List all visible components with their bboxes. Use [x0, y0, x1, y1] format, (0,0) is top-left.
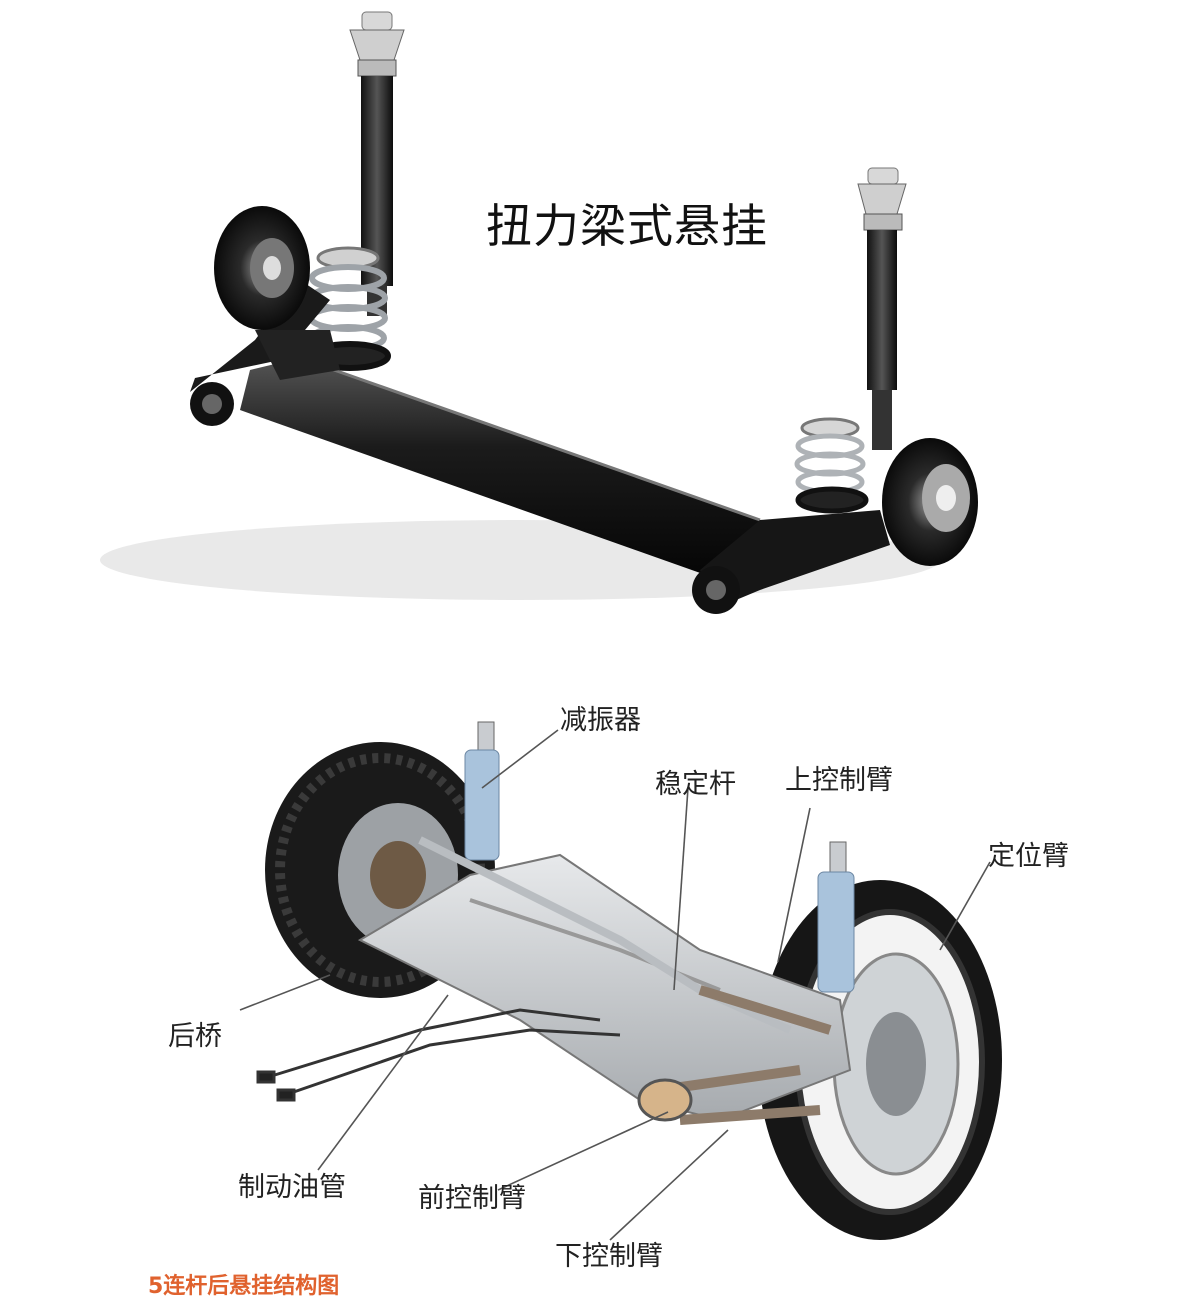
torsion-beam-diagram: 扭力梁式悬挂 — [0, 0, 1200, 650]
brake-lines — [256, 1008, 621, 1102]
callout-brake-line: 制动油管 — [238, 1172, 346, 1203]
torsion-beam-illustration — [100, 11, 978, 614]
right-shock-absorber-5link — [817, 841, 855, 993]
callout-lower-control-arm: 下控制臂 — [555, 1241, 663, 1272]
callout-trailing-arm: 定位臂 — [988, 841, 1069, 872]
lower-control-arm-shape — [679, 1105, 821, 1125]
callout-front-control-arm: 前控制臂 — [418, 1183, 526, 1214]
callout-stabilizer-bar: 稳定杆 — [655, 769, 736, 800]
right-brake-drum — [882, 438, 978, 566]
torsion-beam — [240, 356, 770, 580]
callout-leaders — [239, 729, 991, 1241]
right-coil-spring — [794, 417, 869, 514]
front-bushing — [637, 1078, 693, 1122]
callout-upper-control-arm: 上控制臂 — [785, 765, 893, 796]
upper-control-arm-shape — [698, 985, 832, 1035]
left-brake-drum — [214, 206, 310, 330]
five-link-illustration — [239, 721, 1002, 1241]
torsion-beam-title: 扭力梁式悬挂 — [486, 199, 768, 253]
right-trailing-arm — [692, 510, 890, 614]
five-link-caption: 5连杆后悬挂结构图 — [148, 1274, 340, 1299]
callout-shock-absorber: 减振器 — [560, 705, 641, 736]
callout-rear-axle: 后桥 — [168, 1021, 222, 1052]
right-shock-absorber — [857, 167, 907, 450]
left-shock-absorber-5link — [464, 721, 500, 861]
subframe — [357, 853, 852, 1122]
five-link-diagram: 减振器 稳定杆 上控制臂 定位臂 后桥 制动油管 前控制臂 下控制臂 — [0, 650, 1200, 1314]
